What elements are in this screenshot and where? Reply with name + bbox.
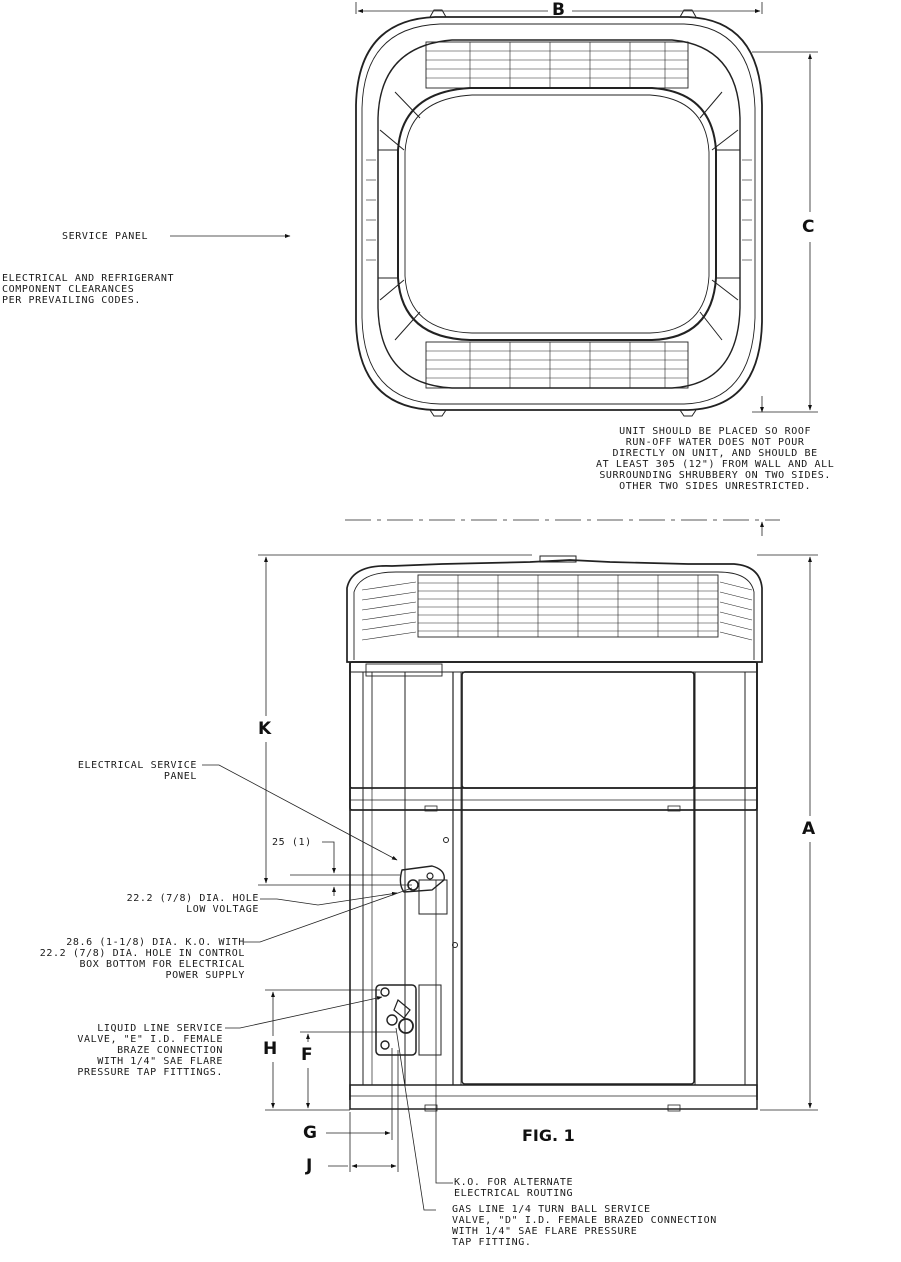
dimension-k	[258, 554, 532, 886]
electrical-service-panel-callout: ELECTRICAL SERVICE PANEL	[77, 760, 197, 782]
dimension-j-label: J	[306, 1156, 313, 1176]
service-panel-callout: SERVICE PANEL	[62, 231, 149, 242]
front-view	[346, 555, 763, 1112]
dimension-c-label: C	[802, 217, 815, 237]
dimension-a-label: A	[802, 819, 816, 839]
low-voltage-hole-callout: 22.2 (7/8) DIA. HOLE LOW VOLTAGE	[126, 893, 259, 915]
dimension-f-label: F	[301, 1045, 313, 1065]
liquid-line-valve-callout: LIQUID LINE SERVICE VALVE, "E" I.D. FEMA…	[77, 1023, 223, 1078]
dim-25-label: 25 (1)	[272, 837, 312, 848]
top-view	[355, 9, 763, 417]
placement-note: UNIT SHOULD BE PLACED SO ROOF RUN-OFF WA…	[596, 426, 835, 492]
dimension-b	[355, 2, 763, 14]
figure-label: FIG. 1	[522, 1126, 575, 1145]
alternate-routing-callout: K.O. FOR ALTERNATE ELECTRICAL ROUTING	[454, 1177, 574, 1199]
dimension-g	[326, 1048, 393, 1172]
dimension-j	[328, 1050, 399, 1172]
dimension-b-label: B	[552, 0, 565, 20]
gas-line-valve-callout: GAS LINE 1/4 TURN BALL SERVICE VALVE, "D…	[452, 1204, 717, 1248]
power-supply-ko-callout: 28.6 (1-1/8) DIA. K.O. WITH 22.2 (7/8) D…	[39, 937, 245, 981]
dimension-h-label: H	[263, 1039, 278, 1059]
clearances-note: ELECTRICAL AND REFRIGERANT COMPONENT CLE…	[2, 273, 175, 306]
dimension-f	[300, 1031, 396, 1109]
dimension-a	[757, 554, 818, 1111]
dimension-k-label: K	[258, 719, 272, 739]
dimension-g-label: G	[303, 1123, 317, 1143]
dimension-h	[265, 989, 380, 1111]
